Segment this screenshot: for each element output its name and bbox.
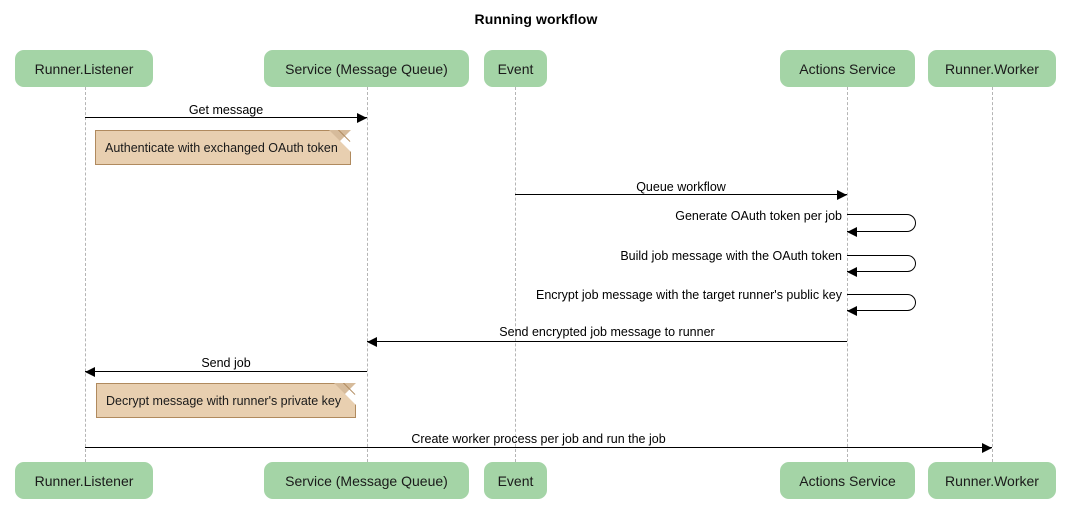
arrow-head-icon xyxy=(837,189,847,200)
arrow-head-icon xyxy=(357,112,367,123)
self-loop-path xyxy=(847,255,916,272)
message-label: Get message xyxy=(188,103,264,117)
note-label: Decrypt message with runner's private ke… xyxy=(106,393,342,408)
participant-label: Runner.Listener xyxy=(34,472,134,489)
participant-label: Actions Service xyxy=(799,472,896,489)
arrow-head-icon xyxy=(982,442,992,453)
self-loop-path xyxy=(847,294,916,311)
note-label: Authenticate with exchanged OAuth token xyxy=(105,140,338,155)
lifeline-runner-listener xyxy=(85,87,86,462)
participant-label: Event xyxy=(497,60,534,77)
arrow-head-icon xyxy=(85,366,95,377)
participant-label: Runner.Worker xyxy=(945,472,1039,489)
participant-label: Runner.Worker xyxy=(945,60,1039,77)
message-line xyxy=(85,447,992,448)
self-loop-path xyxy=(847,214,916,232)
participant-runner-worker-top[interactable]: Runner.Worker xyxy=(928,50,1056,87)
note-fold-line xyxy=(336,130,351,145)
note-decrypt-note: Decrypt message with runner's private ke… xyxy=(96,383,356,418)
participant-label: Service (Message Queue) xyxy=(285,60,448,77)
arrow-head-icon xyxy=(847,267,857,278)
arrow-head-icon xyxy=(367,336,377,347)
lifeline-event xyxy=(515,87,516,462)
participant-label: Actions Service xyxy=(799,60,896,77)
message-label: Create worker process per job and run th… xyxy=(411,432,666,446)
page-title: Running workflow xyxy=(474,11,598,27)
message-label: Send job xyxy=(201,356,251,370)
participant-label: Service (Message Queue) xyxy=(285,472,448,489)
message-label: Queue workflow xyxy=(636,180,726,194)
lifeline-service-message-queue xyxy=(367,87,368,462)
participant-runner-listener-bottom[interactable]: Runner.Listener xyxy=(15,462,153,499)
participant-service-message-queue-top[interactable]: Service (Message Queue) xyxy=(264,50,469,87)
arrow-head-icon xyxy=(847,227,857,238)
message-line xyxy=(367,341,847,342)
message-line xyxy=(515,194,847,195)
participant-runner-listener-top[interactable]: Runner.Listener xyxy=(15,50,153,87)
message-label: Generate OAuth token per job xyxy=(675,209,842,223)
message-label: Encrypt job message with the target runn… xyxy=(535,288,842,302)
participant-service-message-queue-bottom[interactable]: Service (Message Queue) xyxy=(264,462,469,499)
participant-actions-service-top[interactable]: Actions Service xyxy=(780,50,915,87)
arrow-head-icon xyxy=(847,306,857,317)
participant-actions-service-bottom[interactable]: Actions Service xyxy=(780,462,915,499)
note-fold-line xyxy=(341,383,356,398)
participant-label: Event xyxy=(497,472,534,489)
message-label: Send encrypted job message to runner xyxy=(499,325,715,339)
participant-label: Runner.Listener xyxy=(34,60,134,77)
lifeline-runner-worker xyxy=(992,87,993,462)
note-authenticate-note: Authenticate with exchanged OAuth token xyxy=(95,130,351,165)
participant-event-top[interactable]: Event xyxy=(484,50,547,87)
message-label: Build job message with the OAuth token xyxy=(620,249,842,263)
message-line xyxy=(85,117,367,118)
participant-event-bottom[interactable]: Event xyxy=(484,462,547,499)
participant-runner-worker-bottom[interactable]: Runner.Worker xyxy=(928,462,1056,499)
message-line xyxy=(85,371,367,372)
